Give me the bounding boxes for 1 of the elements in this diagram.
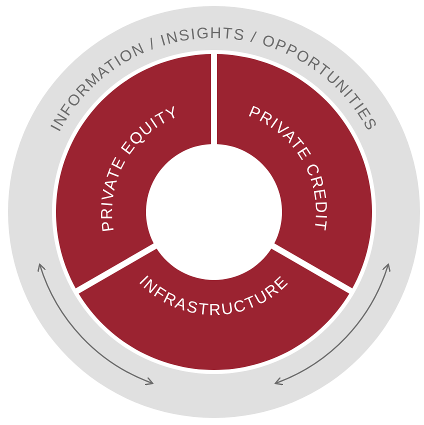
segment (78, 248, 350, 370)
